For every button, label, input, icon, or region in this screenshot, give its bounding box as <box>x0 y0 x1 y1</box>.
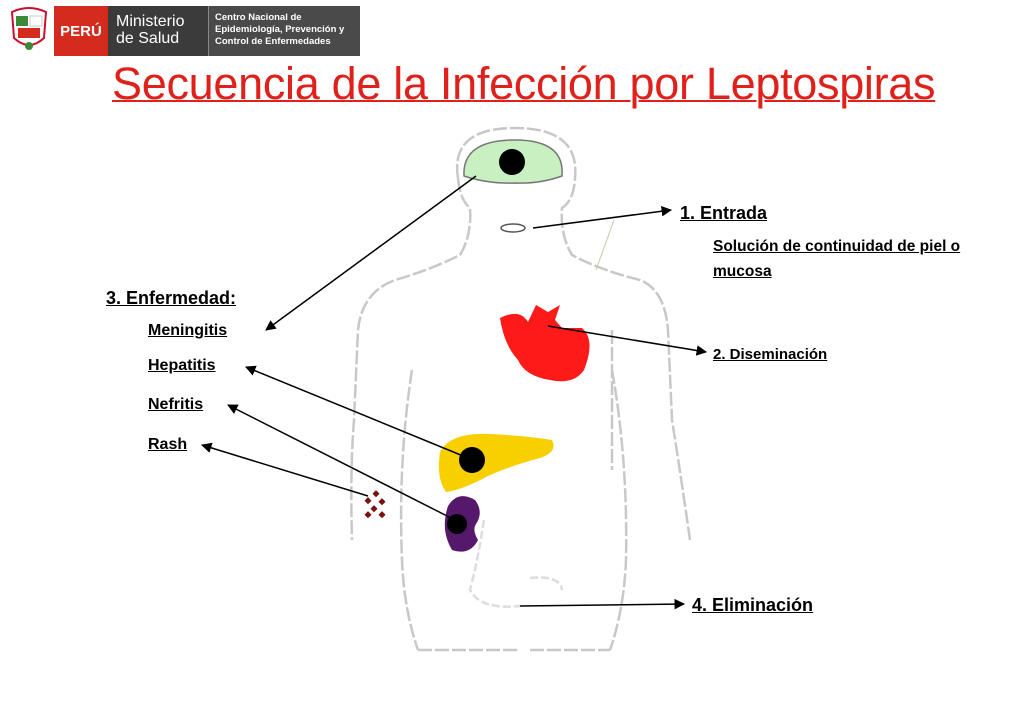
label-eliminacion: 4. Eliminación <box>692 595 814 615</box>
arrow-meningitis <box>265 175 477 331</box>
guide-line <box>595 219 615 271</box>
label-solucion: Solución de continuidad de piel o mucosa <box>713 238 961 280</box>
label-meningitis: Meningitis <box>148 322 228 339</box>
center-name: Centro Nacional de Epidemiología, Preven… <box>208 6 360 56</box>
ministry-name: Ministerio de Salud <box>108 6 208 56</box>
label-entrada: 1. Entrada <box>680 203 768 223</box>
mouth-icon <box>500 223 526 233</box>
label-enfermedad: 3. Enfermedad: <box>106 288 237 308</box>
infection-dot <box>459 447 485 473</box>
arrow-eliminacion <box>519 598 686 610</box>
ministry-line: Ministerio <box>116 13 185 30</box>
infection-dot <box>499 149 525 175</box>
label-rash: Rash <box>148 436 188 453</box>
arrow-nefritis <box>227 404 456 521</box>
label-diseminacion: 2. Diseminación <box>713 346 828 363</box>
body-outline <box>350 126 692 652</box>
center-line: Control de Enfermedades <box>215 36 331 47</box>
heart-icon <box>500 305 590 382</box>
arrow-entrada <box>532 206 673 229</box>
coat-of-arms-icon <box>10 7 48 50</box>
ministry-line: de Salud <box>116 30 180 47</box>
arrow-diseminacion <box>547 325 708 356</box>
country-badge: PERÚ <box>54 6 108 56</box>
label-hepatitis: Hepatitis <box>148 357 216 374</box>
arrow-rash <box>200 442 369 497</box>
header-bar: PERÚ Ministerio de Salud Centro Nacional… <box>0 0 360 58</box>
liver-icon <box>438 433 554 492</box>
arrows <box>200 175 708 610</box>
rash-icon <box>364 490 386 519</box>
arrow-hepatitis <box>245 365 469 459</box>
page-title: Secuencia de la Infección por Leptospira… <box>112 58 936 109</box>
center-line: Centro Nacional de <box>215 12 302 23</box>
center-line: Epidemiología, Prevención y <box>215 24 345 35</box>
label-nefritis: Nefritis <box>148 396 204 413</box>
urinary-tract <box>468 519 564 608</box>
